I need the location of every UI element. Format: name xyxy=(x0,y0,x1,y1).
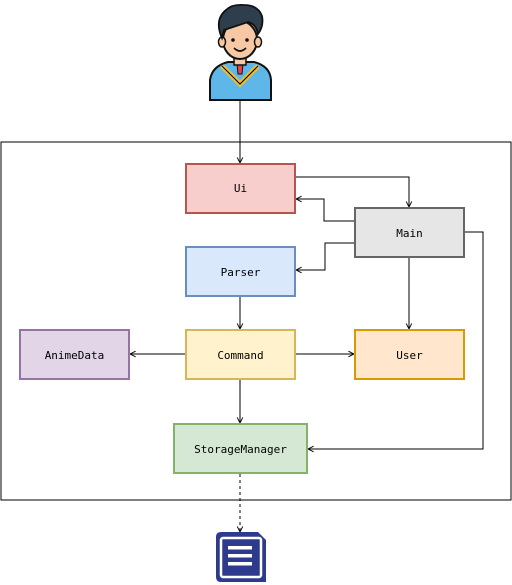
node-anime-data: AnimeData xyxy=(19,329,130,380)
node-storage-manager: StorageManager xyxy=(173,423,308,474)
node-label: Main xyxy=(396,227,423,240)
edge-ui-to-main xyxy=(295,176,409,207)
node-parser: Parser xyxy=(185,246,296,297)
document-icon xyxy=(216,532,266,582)
node-label: User xyxy=(396,349,423,362)
node-label: AnimeData xyxy=(45,349,105,362)
edge-main-to-storage xyxy=(308,231,484,449)
node-ui: Ui xyxy=(185,163,296,214)
edges xyxy=(130,100,484,532)
user-avatar-icon xyxy=(209,3,272,101)
edge-main-to-ui xyxy=(296,199,355,222)
node-main: Main xyxy=(354,207,465,258)
node-label: Ui xyxy=(234,182,247,195)
node-label: Command xyxy=(217,349,263,362)
edge-main-to-parser xyxy=(296,242,355,270)
node-label: Parser xyxy=(221,266,261,279)
node-label: StorageManager xyxy=(194,443,287,456)
node-command: Command xyxy=(185,329,296,380)
node-user: User xyxy=(354,329,465,380)
system-boundary xyxy=(0,141,512,501)
